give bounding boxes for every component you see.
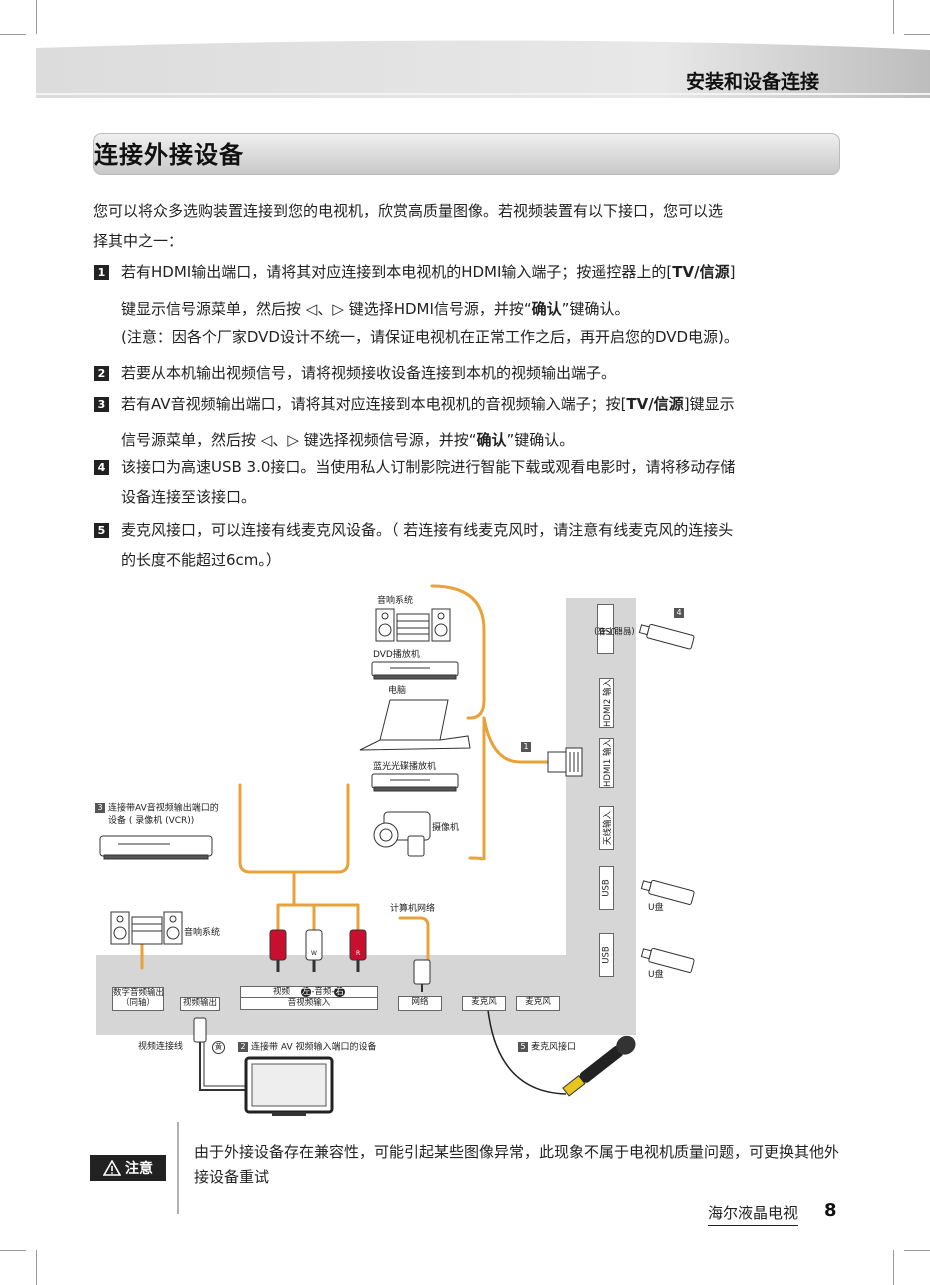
crop-mark [36,0,37,34]
port-av-in: 音视频输入 [240,997,378,1010]
port-usb: USB [599,866,614,910]
item-number: 4 [94,460,109,475]
intro-line: 您可以将众多选购装置连接到您的电视机，欣赏高质量图像。若视频装置有以下接口，您可… [93,202,724,220]
item-line: 键显示信号源菜单，然后按 ◁、▷ 键选择HDMI信号源，并按“确认”键确认。 [121,300,630,318]
port-hdmi1: HDMI1 输入 [599,738,614,788]
device-label: 音响系统 [184,928,221,938]
item-number: 2 [94,366,109,381]
note-text: 由于外接设备存在兼容性，可能引起某些图像异常，此现象不属于电视机质量问题，可更换… [194,1143,840,1186]
usb-stick-icon [640,879,695,905]
mic-cable [487,1009,567,1095]
hdmi-number: 1 [521,742,534,754]
item-number: 3 [94,397,109,412]
rca-red-plug-icon [269,929,287,972]
audio-system-icon [375,608,451,642]
dvd-player-icon [371,661,459,680]
device-label: 设备 ( 录像机 (VCR)) [108,816,195,826]
rca-red-plug-icon [349,929,367,972]
crop-mark [0,34,26,35]
crop-mark [904,1250,930,1251]
item-line: 设备连接至该接口。 [121,488,257,506]
item-line: 若要从本机输出视频信号，请将视频接收设备连接到本机的视频输出端子。 [121,364,617,382]
port-antenna: 天线输入 [599,806,614,850]
left-arrow-icon: ◁ [305,300,318,318]
section-title: 连接外接设备 [94,141,244,169]
hdmi-plug-icon [547,747,583,777]
bluray-player-icon [371,773,459,792]
port-hdmi2: HDMI2 输入 [599,678,614,728]
hdmi-cable [482,716,552,764]
port-lan: 网络 [398,996,442,1011]
header-band [36,40,930,98]
warning-icon [103,1160,121,1176]
note-badge: 注意 [90,1155,166,1181]
network-cable [398,916,430,962]
port-av-labels: 视频 左-音频-右 [240,986,378,999]
cable-bracket [430,584,486,720]
item-number: 1 [94,265,109,280]
device-label: DVD播放机 [373,650,420,660]
av-cable [238,783,350,874]
yellow-marker: 黄 [212,1041,225,1054]
device-label: U盘 [648,903,664,913]
device-label: 电脑 [388,686,407,696]
item-line: 的长度不能超过6cm。） [121,551,281,569]
item-line: 若有HDMI输出端口，请将其对应连接到本电视机的HDMI输入端子；按遥控器上的[… [121,263,736,281]
device-label: 蓝光光碟播放机 [373,762,437,772]
device-label: 视频连接线 [138,1042,184,1052]
item-line: 若有AV音视频输出端口，请将其对应连接到本电视机的音视频输入端子；按[TV/信源… [121,395,735,413]
rca-white-plug-icon [305,929,323,972]
video-cable-icon [193,1017,248,1091]
port-usb: USB [599,933,614,977]
usb-stick-icon [640,947,695,973]
usb-stick-icon [638,623,695,650]
device-label: U盘 [648,970,664,980]
crop-mark [893,1250,894,1285]
item-number: 5 [94,523,109,538]
device-label: 音响系统 [377,596,414,606]
crop-mark [0,1250,26,1251]
device-label: 计算机网络 [390,904,436,914]
usb-number: 4 [674,608,687,620]
crop-mark [904,34,930,35]
right-arrow-icon: ▷ [287,431,299,449]
port-digital-audio: 数字音频输出（同轴） [112,987,164,1011]
laptop-icon [359,699,471,751]
device-label: 摄像机 [432,823,460,833]
crop-mark [893,0,894,34]
left-arrow-icon: ◁ [260,431,273,449]
item-line: 该接口为高速USB 3.0接口。当使用私人订制影院进行智能下载或观看电影时，请将… [121,458,736,476]
port-mic: 麦克风 [462,996,506,1011]
crop-mark [36,1250,37,1285]
rca-r-label: R [356,950,361,957]
right-arrow-icon: ▷ [332,300,344,318]
item-line: (注意：因各个厂家DVD设计不统一，请保证电视机在正常工作之后，再开启您的DVD… [121,328,739,346]
item-line: 麦克风接口，可以连接有线麦克风设备。（ 若连接有线麦克风时，请注意有线麦克风的连… [121,521,734,539]
camcorder-icon [373,811,431,857]
rca-w-label: W [311,950,317,957]
network-plug-icon [413,959,431,992]
port-video-out: 视频输出 [180,997,220,1011]
port-usb-smart: USB(智能下载) [594,604,635,654]
footer-brand: 海尔液晶电视 [708,1202,799,1226]
microphone-icon [562,1035,636,1097]
vcr-icon [99,835,213,860]
item-line: 信号源菜单，然后按 ◁、▷ 键选择视频信号源，并按“确认”键确认。 [121,431,575,449]
page-number: 8 [824,1200,837,1221]
port-mic: 麦克风 [516,996,560,1011]
chapter-title: 安装和设备连接 [686,71,820,93]
audio-system-icon [110,911,183,945]
section-title-bar [93,133,840,175]
tv-monitor-icon [244,1056,334,1116]
intro-line: 择其中之一： [93,232,184,250]
